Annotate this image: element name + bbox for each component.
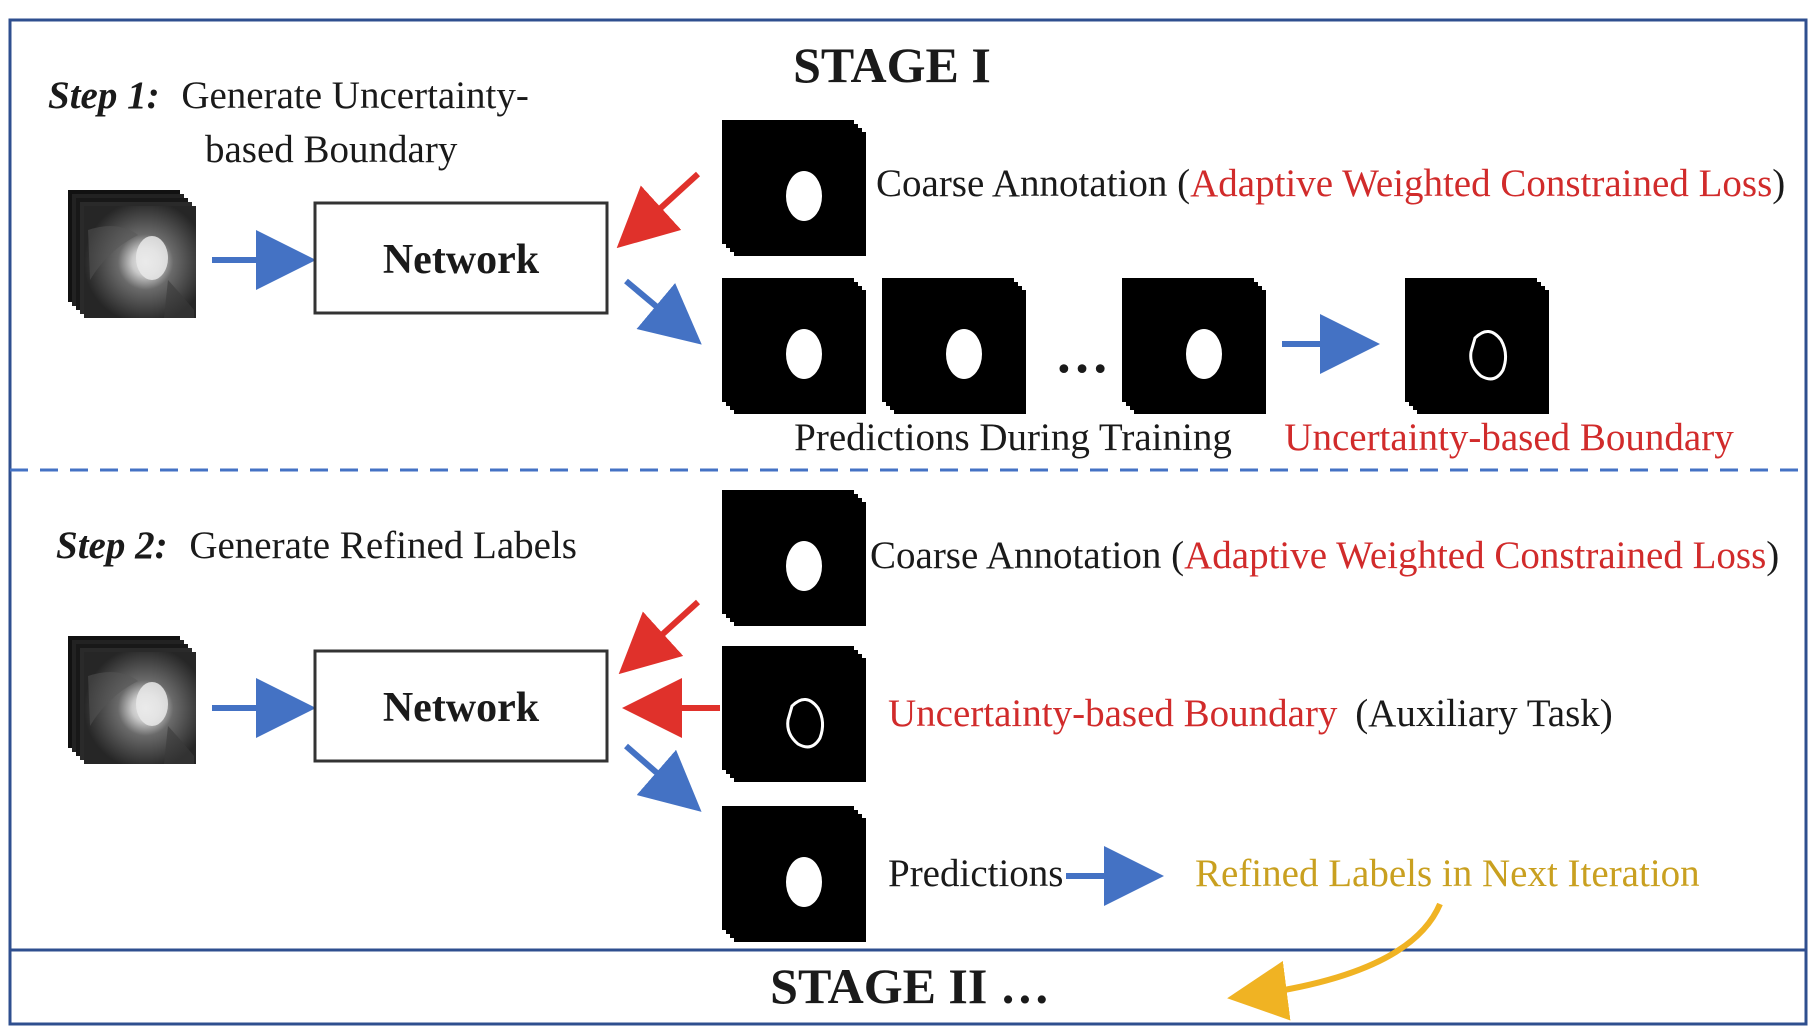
coarse-prefix-1: Coarse Annotation (: [876, 162, 1190, 205]
step1-label: Step 1:: [48, 74, 160, 117]
output-arrow-1: [624, 278, 702, 345]
output-arrow-2: [624, 743, 702, 812]
network-box-2: [313, 649, 609, 763]
auxiliary-task-line: Uncertainty-based Boundary (Auxiliary Ta…: [888, 692, 1613, 735]
coarse-annotation-1: Coarse Annotation (Adaptive Weighted Con…: [876, 162, 1785, 205]
uncertainty-boundary-mask-2: [722, 646, 866, 782]
step2-heading: Step 2: Generate Refined Labels: [56, 524, 577, 567]
coarse-annotation-2: Coarse Annotation (Adaptive Weighted Con…: [870, 534, 1779, 577]
coarse-loss-2: Adaptive Weighted Constrained Loss: [1184, 534, 1766, 577]
coarse-annotation-mask-2: [722, 490, 866, 626]
coarse-suffix-2: ): [1766, 534, 1779, 577]
boundary-caption: Uncertainty-based Boundary: [1284, 416, 1734, 459]
coarse-prefix-2: Coarse Annotation (: [870, 534, 1184, 577]
prediction-ellipsis: …: [1055, 324, 1109, 384]
prediction-mask-3: [1122, 278, 1266, 414]
step1-heading: Step 1: Generate Uncertainty-: [48, 74, 529, 117]
coarse-suffix-1: ): [1772, 162, 1785, 205]
mri-input-stack-2: [68, 636, 196, 764]
network-box-1: [313, 201, 609, 315]
prediction-mask-step2: [722, 806, 866, 942]
step2-text: Generate Refined Labels: [189, 524, 577, 567]
network-label-1: Network: [383, 237, 540, 283]
auxiliary-task-text: (Auxiliary Task): [1355, 692, 1613, 735]
boundary-label-2: Uncertainty-based Boundary: [888, 692, 1338, 735]
outer-frame: [8, 18, 1808, 1026]
step1-text-line1: Generate Uncertainty-: [181, 74, 529, 117]
next-iteration-arrow: [1227, 902, 1443, 1021]
supervision-arrow-1: [616, 171, 701, 249]
stage2-title: STAGE II …: [770, 958, 1050, 1014]
coarse-loss-1: Adaptive Weighted Constrained Loss: [1190, 162, 1772, 205]
supervision-arrow-2a: [618, 599, 701, 675]
prediction-mask-1: [722, 278, 866, 414]
step1-text-line2: based Boundary: [205, 128, 458, 171]
mri-input-stack-1: [68, 190, 196, 318]
refined-labels-text: Refined Labels in Next Iteration: [1195, 852, 1700, 895]
stage1-title: STAGE I: [793, 37, 991, 93]
predictions-label: Predictions: [888, 852, 1063, 895]
step2-label: Step 2:: [56, 524, 168, 567]
predictions-caption: Predictions During Training: [794, 416, 1232, 459]
prediction-mask-2: [882, 278, 1026, 414]
coarse-annotation-mask-1: [722, 120, 866, 256]
network-label-2: Network: [383, 685, 540, 731]
uncertainty-boundary-mask-1: [1405, 278, 1549, 414]
